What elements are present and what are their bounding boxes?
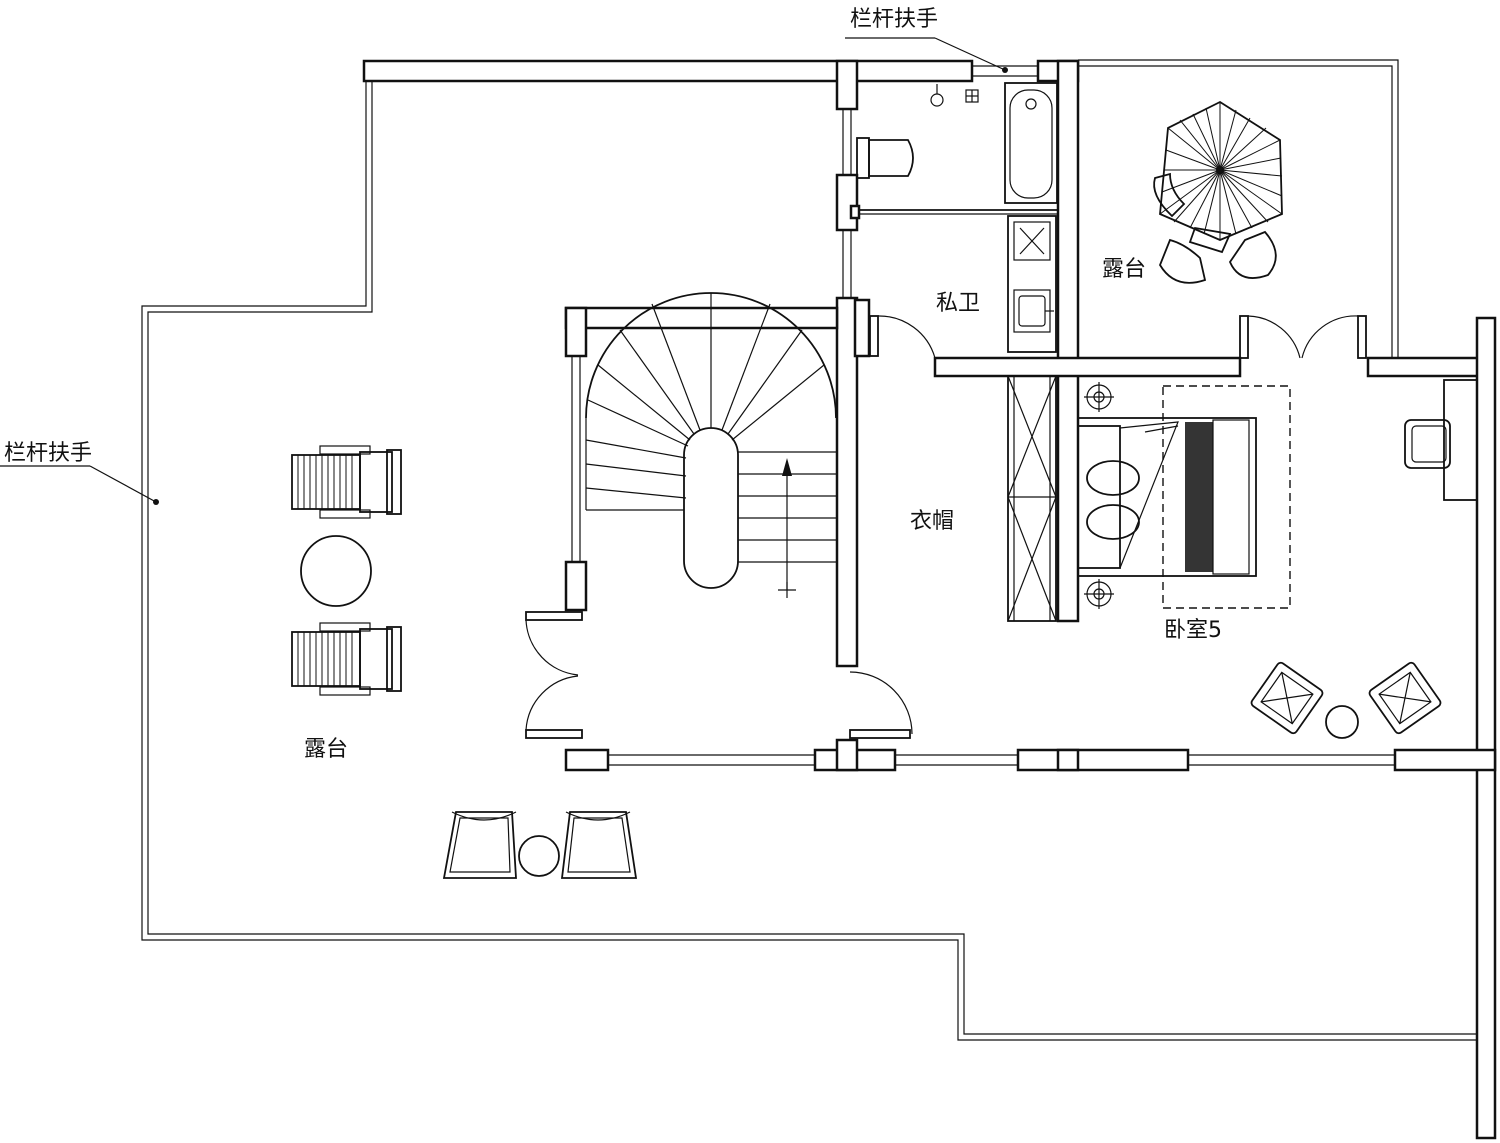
- umbrella-table-set: [1153, 100, 1283, 284]
- nightstand-lamp-bottom: [1084, 579, 1114, 609]
- bedroom-label: 卧室5: [1164, 618, 1222, 643]
- desk-chair: [1404, 379, 1478, 501]
- left-terrace-lounge-set: [291, 445, 402, 696]
- wardrobe: [1007, 375, 1057, 622]
- bedroom-armchairs: [1250, 661, 1442, 739]
- bed: [1077, 382, 1291, 609]
- nightstand-lamp-top: [1084, 382, 1114, 412]
- terrace-label-left: 露台: [304, 737, 348, 762]
- spiral-stair: [585, 292, 837, 598]
- railing-label-top: 栏杆扶手: [850, 7, 938, 32]
- top-wall: [362, 37, 1080, 111]
- terrace-railing-outline: [141, 59, 1477, 1041]
- doors: [525, 315, 1367, 739]
- bathroom-label: 私卫: [936, 291, 980, 316]
- terrace-label-upper: 露台: [1102, 257, 1146, 282]
- bottom-terrace-chairs: [442, 811, 638, 879]
- railing-left-leader: [0, 465, 159, 505]
- closet-label: 衣帽: [910, 509, 954, 534]
- bathroom-fixtures: [849, 82, 1058, 353]
- railing-label-left: 栏杆扶手: [4, 441, 92, 466]
- lounge-chair-top: [291, 445, 402, 519]
- lounge-chair-bottom: [291, 622, 402, 696]
